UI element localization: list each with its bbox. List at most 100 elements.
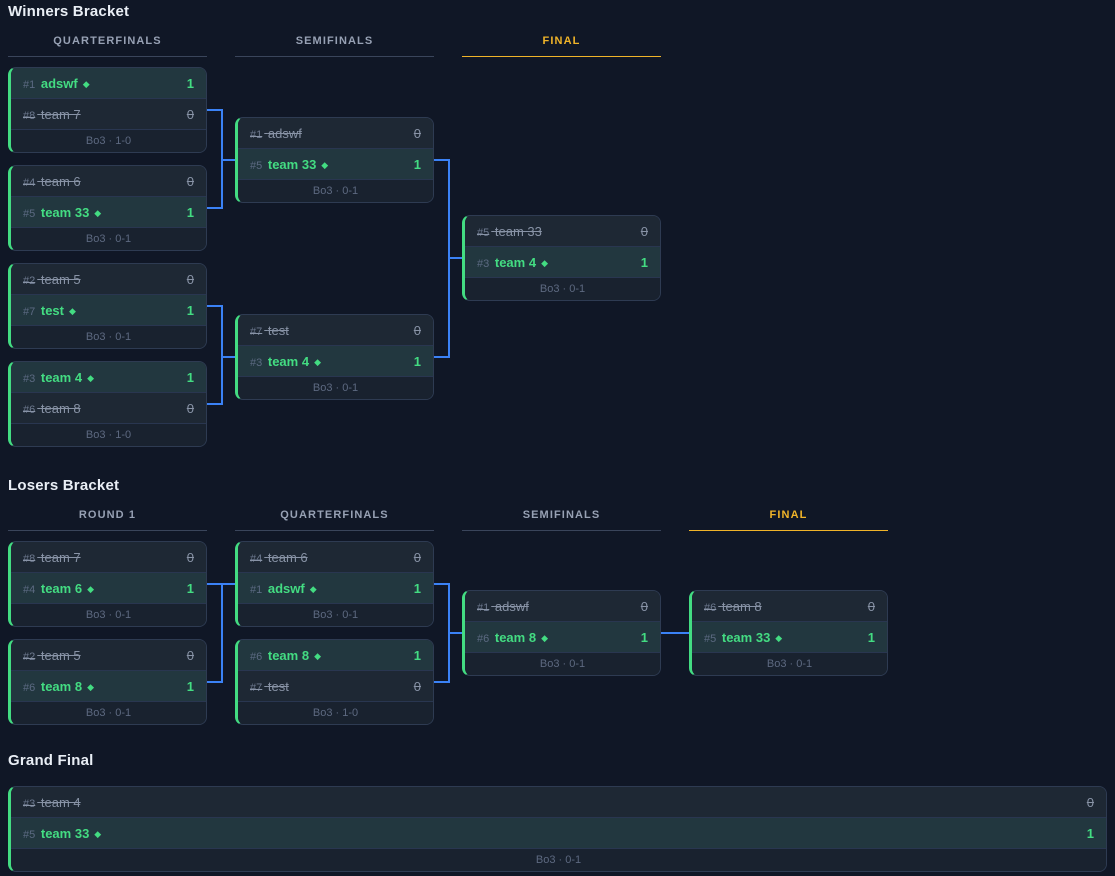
team-name: team 8	[721, 598, 762, 614]
round-header-quarterfinals: QUARTERFINALS	[280, 509, 389, 521]
round-header-round-1: ROUND 1	[78, 509, 137, 521]
team-name: team 33	[721, 629, 771, 645]
winner-diamond-icon: ◆	[82, 78, 90, 89]
team-score: 1	[413, 647, 421, 663]
grand-final-title: Grand Final	[8, 752, 94, 769]
team-ident: #5 team 33◆	[704, 630, 782, 645]
match-footer: Bo3 · 0-1	[11, 227, 206, 250]
team-ident: #7 test◆	[23, 303, 76, 318]
team-ident: #6 team 8	[704, 599, 762, 614]
team-seed: #2	[23, 650, 36, 663]
team-score: 0	[186, 271, 194, 287]
team-ident: #4 team 6	[23, 174, 81, 189]
team-score: 1	[867, 629, 875, 645]
team-name: team 5	[40, 647, 81, 663]
team-name: adswf	[40, 75, 78, 91]
team-seed: #4	[23, 583, 36, 596]
team-score: 1	[186, 580, 194, 596]
team-score: 0	[413, 125, 421, 141]
team-ident: #4 team 6◆	[23, 581, 94, 596]
team-seed: #6	[250, 650, 263, 663]
team-seed: #2	[23, 274, 36, 287]
team-seed: #7	[23, 305, 36, 318]
top-team-row: #1 adswf◆1	[11, 68, 206, 98]
team-seed: #3	[250, 356, 263, 369]
winners-bracket-title: Winners Bracket	[8, 3, 130, 20]
match-footer: Bo3 · 0-1	[11, 325, 206, 348]
connector-line	[448, 632, 462, 634]
losers-bracket-title: Losers Bracket	[8, 477, 120, 494]
team-name: team 8	[40, 400, 81, 416]
team-name: team 6	[267, 549, 308, 565]
team-ident: #3 team 4	[23, 795, 81, 810]
winner-diamond-icon: ◆	[87, 681, 94, 692]
round-header-final: FINAL	[542, 35, 581, 47]
team-score: 1	[186, 302, 194, 318]
team-name: team 4	[40, 794, 81, 810]
team-score: 0	[186, 173, 194, 189]
team-seed: #5	[704, 632, 717, 645]
winner-diamond-icon: ◆	[87, 583, 94, 594]
bottom-team-row: #6 team 8◆1	[465, 621, 660, 652]
round-underline	[462, 56, 661, 57]
team-score: 0	[186, 106, 194, 122]
team-name: test	[267, 322, 289, 338]
connector-line	[207, 109, 223, 111]
connector-line	[207, 583, 223, 585]
team-seed: #7	[250, 681, 263, 694]
connector-line	[221, 583, 223, 683]
team-name: team 7	[40, 106, 81, 122]
winner-diamond-icon: ◆	[69, 305, 76, 316]
team-score: 1	[640, 254, 648, 270]
team-seed: #3	[23, 372, 36, 385]
match-footer: Bo3 · 0-1	[11, 701, 206, 724]
winner-diamond-icon: ◆	[314, 356, 321, 367]
bottom-team-row: #6 team 8 0	[11, 392, 206, 423]
team-name: test	[267, 678, 289, 694]
team-ident: #2 team 5	[23, 648, 81, 663]
winner-diamond-icon: ◆	[321, 159, 329, 170]
team-seed: #8	[23, 109, 36, 122]
team-seed: #1	[250, 128, 263, 141]
top-team-row: #6 team 8 0	[692, 591, 887, 621]
team-score: 0	[413, 678, 421, 694]
winner-diamond-icon: ◆	[309, 583, 317, 594]
match-footer: Bo3 · 1-0	[238, 701, 433, 724]
team-name: team 4	[40, 369, 83, 385]
team-ident: #5 team 33◆	[23, 826, 101, 841]
match-footer: Bo3 · 0-1	[238, 603, 433, 626]
winner-diamond-icon: ◆	[94, 207, 102, 218]
connector-line	[221, 305, 223, 405]
connector-line	[207, 403, 223, 405]
team-score: 0	[413, 322, 421, 338]
match-footer: Bo3 · 1-0	[11, 423, 206, 446]
team-name: team 33	[494, 223, 542, 239]
team-score: 0	[867, 598, 875, 614]
team-name: adswf	[267, 580, 305, 596]
bottom-team-row: #5 team 33◆1	[11, 817, 1106, 848]
round-header-quarterfinals: QUARTERFINALS	[53, 35, 162, 47]
team-seed: #3	[477, 257, 490, 270]
team-score: 0	[186, 400, 194, 416]
team-ident: #5 team 33	[477, 224, 542, 239]
team-name: team 6	[40, 173, 81, 189]
team-ident: #6 team 8	[23, 401, 81, 416]
team-ident: #1 adswf◆	[250, 581, 317, 596]
